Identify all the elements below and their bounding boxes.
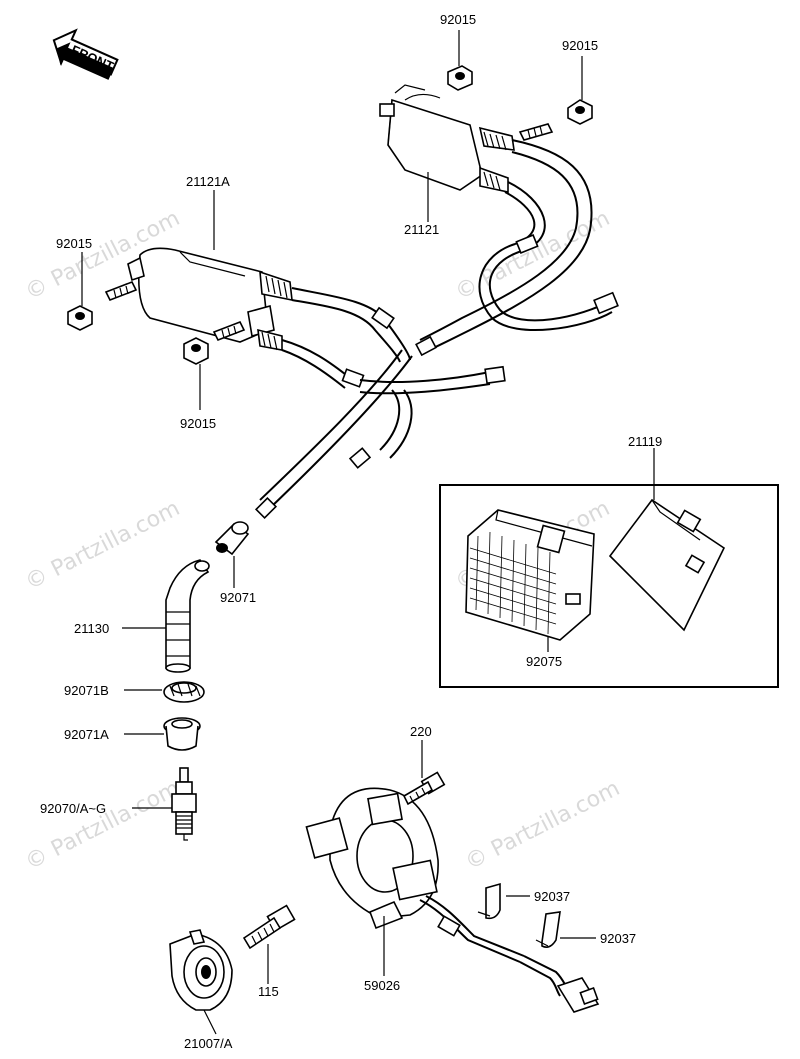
spark-plug (171, 767, 197, 841)
igniter-box (439, 484, 779, 688)
watermark: © Partzilla.com (461, 776, 624, 875)
nut-92015-top-right (567, 99, 593, 125)
nut-92015-left-lower (183, 337, 209, 365)
clamp-92037-upper (477, 882, 501, 920)
label-coil-left: 21121A (186, 174, 230, 189)
label-bolt-220: 220 (410, 724, 432, 739)
label-clamp-2: 92037 (600, 931, 636, 946)
clamp-92037-lower (535, 911, 561, 948)
seal-92071a (163, 717, 201, 751)
high-tension-leads-left (254, 287, 506, 520)
front-arrow-icon: FRONT (52, 28, 119, 80)
watermark: © Partzilla.com (451, 206, 614, 305)
watermark: © Partzilla.com (21, 496, 184, 595)
pickup-coil-assembly (305, 787, 600, 1013)
label-spark-plug: 92070/A~G (40, 801, 106, 816)
label-cap-seal: 92071 (220, 590, 256, 605)
label-plug-cap: 21130 (74, 621, 109, 636)
leader-lines (81, 30, 655, 1035)
label-bolt-115: 115 (258, 984, 279, 999)
bolt-115 (242, 904, 296, 950)
label-coil-left-nut-bottom: 92015 (180, 416, 216, 431)
label-coil-right: 21121 (404, 222, 439, 237)
label-clamp-1: 92037 (534, 889, 570, 904)
watermark: © Partzilla.com (21, 776, 184, 875)
label-pickup-coil: 59026 (364, 978, 400, 993)
label-coil-top-nut-2: 92015 (562, 38, 598, 53)
nut-92015-top (447, 65, 473, 91)
part-labels: 92015 92015 21121 21121A 92015 92015 211… (40, 12, 662, 1051)
label-coil-top-nut-1: 92015 (440, 12, 476, 27)
label-igniter-unit: 92075 (526, 654, 562, 669)
timing-advancer (169, 929, 233, 1011)
nut-92015-left (67, 305, 93, 331)
label-seal-a: 92071A (64, 727, 109, 742)
ignition-coil-right (379, 84, 554, 193)
label-coil-left-nut-top: 92015 (56, 236, 92, 251)
plug-cap-21130 (165, 559, 210, 673)
seal-92071b (163, 681, 205, 703)
bolt-220 (402, 771, 446, 806)
ignition-coil-left (104, 247, 293, 351)
high-tension-leads-right (415, 139, 619, 357)
label-igniter-group: 21119 (628, 434, 662, 449)
label-timing-advancer: 21007/A (184, 1036, 233, 1051)
cap-seal-92071 (214, 521, 250, 556)
label-seal-b: 92071B (64, 683, 109, 698)
